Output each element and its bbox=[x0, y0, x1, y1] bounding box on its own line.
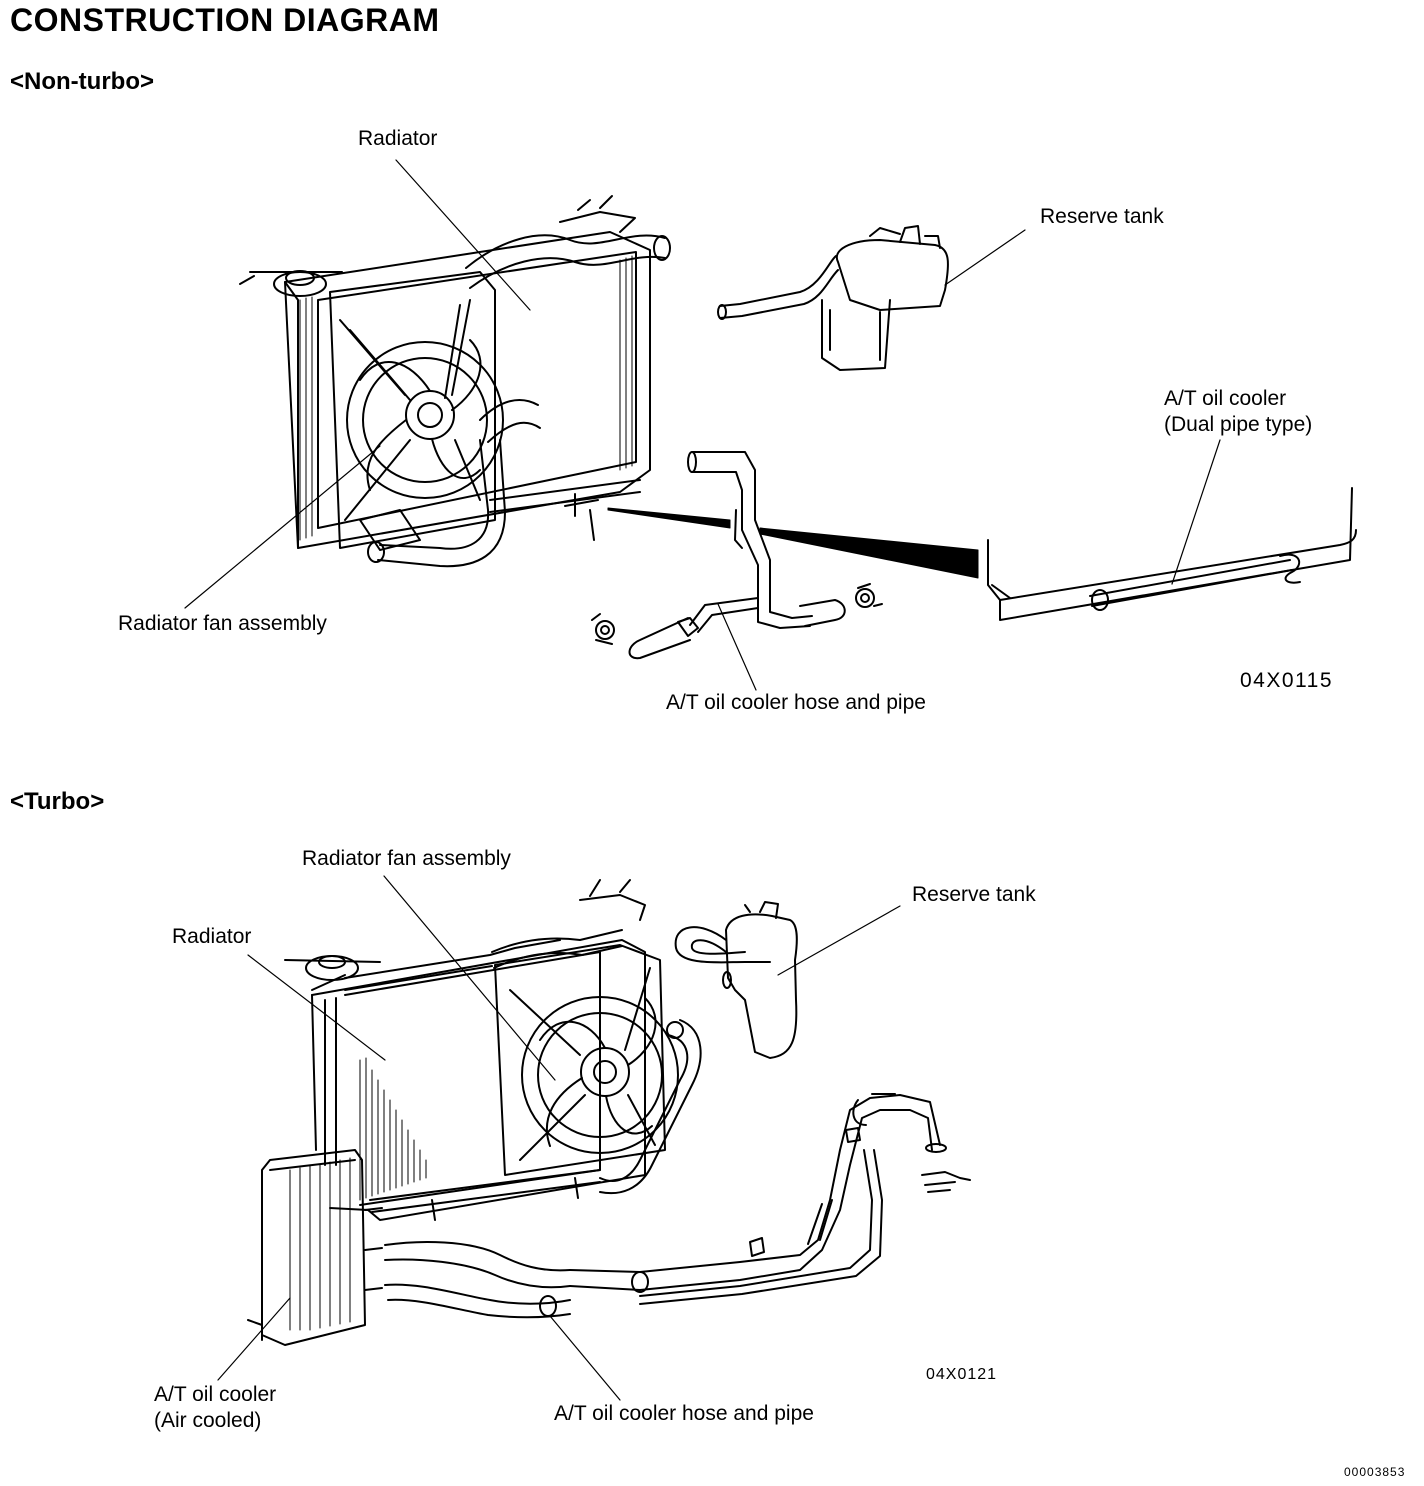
nt-radiator-fan-assembly-label: Radiator fan assembly bbox=[118, 612, 327, 635]
nt-at-oil-cooler-drawing bbox=[608, 488, 1356, 620]
nt-hose-and-pipe-drawing bbox=[592, 452, 882, 658]
t-fan-assembly-drawing bbox=[495, 945, 701, 1193]
page-code: 00003853 bbox=[1344, 1465, 1406, 1479]
nt-radiator-drawing bbox=[240, 196, 670, 548]
page-title: CONSTRUCTION DIAGRAM bbox=[10, 2, 440, 38]
t-leader-lines bbox=[218, 876, 900, 1400]
t-hose-and-pipe-drawing bbox=[385, 1094, 970, 1317]
t-at-oil-cooler-drawing bbox=[248, 1150, 382, 1345]
t-radiator-label: Radiator bbox=[172, 925, 252, 948]
nt-at-oil-cooler-label-line2: (Dual pipe type) bbox=[1164, 413, 1313, 436]
t-radiator-fan-assembly-label: Radiator fan assembly bbox=[302, 847, 511, 870]
nt-hose-and-pipe-label: A/T oil cooler hose and pipe bbox=[666, 691, 926, 714]
nt-figure-code: 04X0115 bbox=[1240, 669, 1334, 692]
nt-reserve-tank-drawing bbox=[718, 226, 948, 370]
nt-leader-lines bbox=[185, 160, 1220, 690]
t-at-oil-cooler-label-line2: (Air cooled) bbox=[154, 1409, 262, 1432]
nt-at-oil-cooler-label: A/T oil cooler (Dual pipe type) bbox=[1164, 386, 1312, 438]
nt-radiator-label: Radiator bbox=[358, 127, 438, 150]
t-radiator-drawing bbox=[285, 880, 645, 1220]
t-figure-code: 04X0121 bbox=[926, 1366, 998, 1383]
t-hose-and-pipe-label: A/T oil cooler hose and pipe bbox=[554, 1402, 814, 1425]
nt-fan-assembly-drawing bbox=[330, 272, 640, 566]
t-reserve-tank-drawing bbox=[676, 902, 797, 1058]
t-at-oil-cooler-label: A/T oil cooler (Air cooled) bbox=[154, 1382, 276, 1434]
nt-reserve-tank-label: Reserve tank bbox=[1040, 205, 1164, 228]
t-reserve-tank-label: Reserve tank bbox=[912, 883, 1036, 906]
nt-at-oil-cooler-label-line1: A/T oil cooler bbox=[1164, 387, 1287, 410]
turbo-heading: <Turbo> bbox=[10, 788, 105, 815]
t-at-oil-cooler-label-line1: A/T oil cooler bbox=[154, 1383, 277, 1406]
non-turbo-heading: <Non-turbo> bbox=[10, 68, 154, 95]
